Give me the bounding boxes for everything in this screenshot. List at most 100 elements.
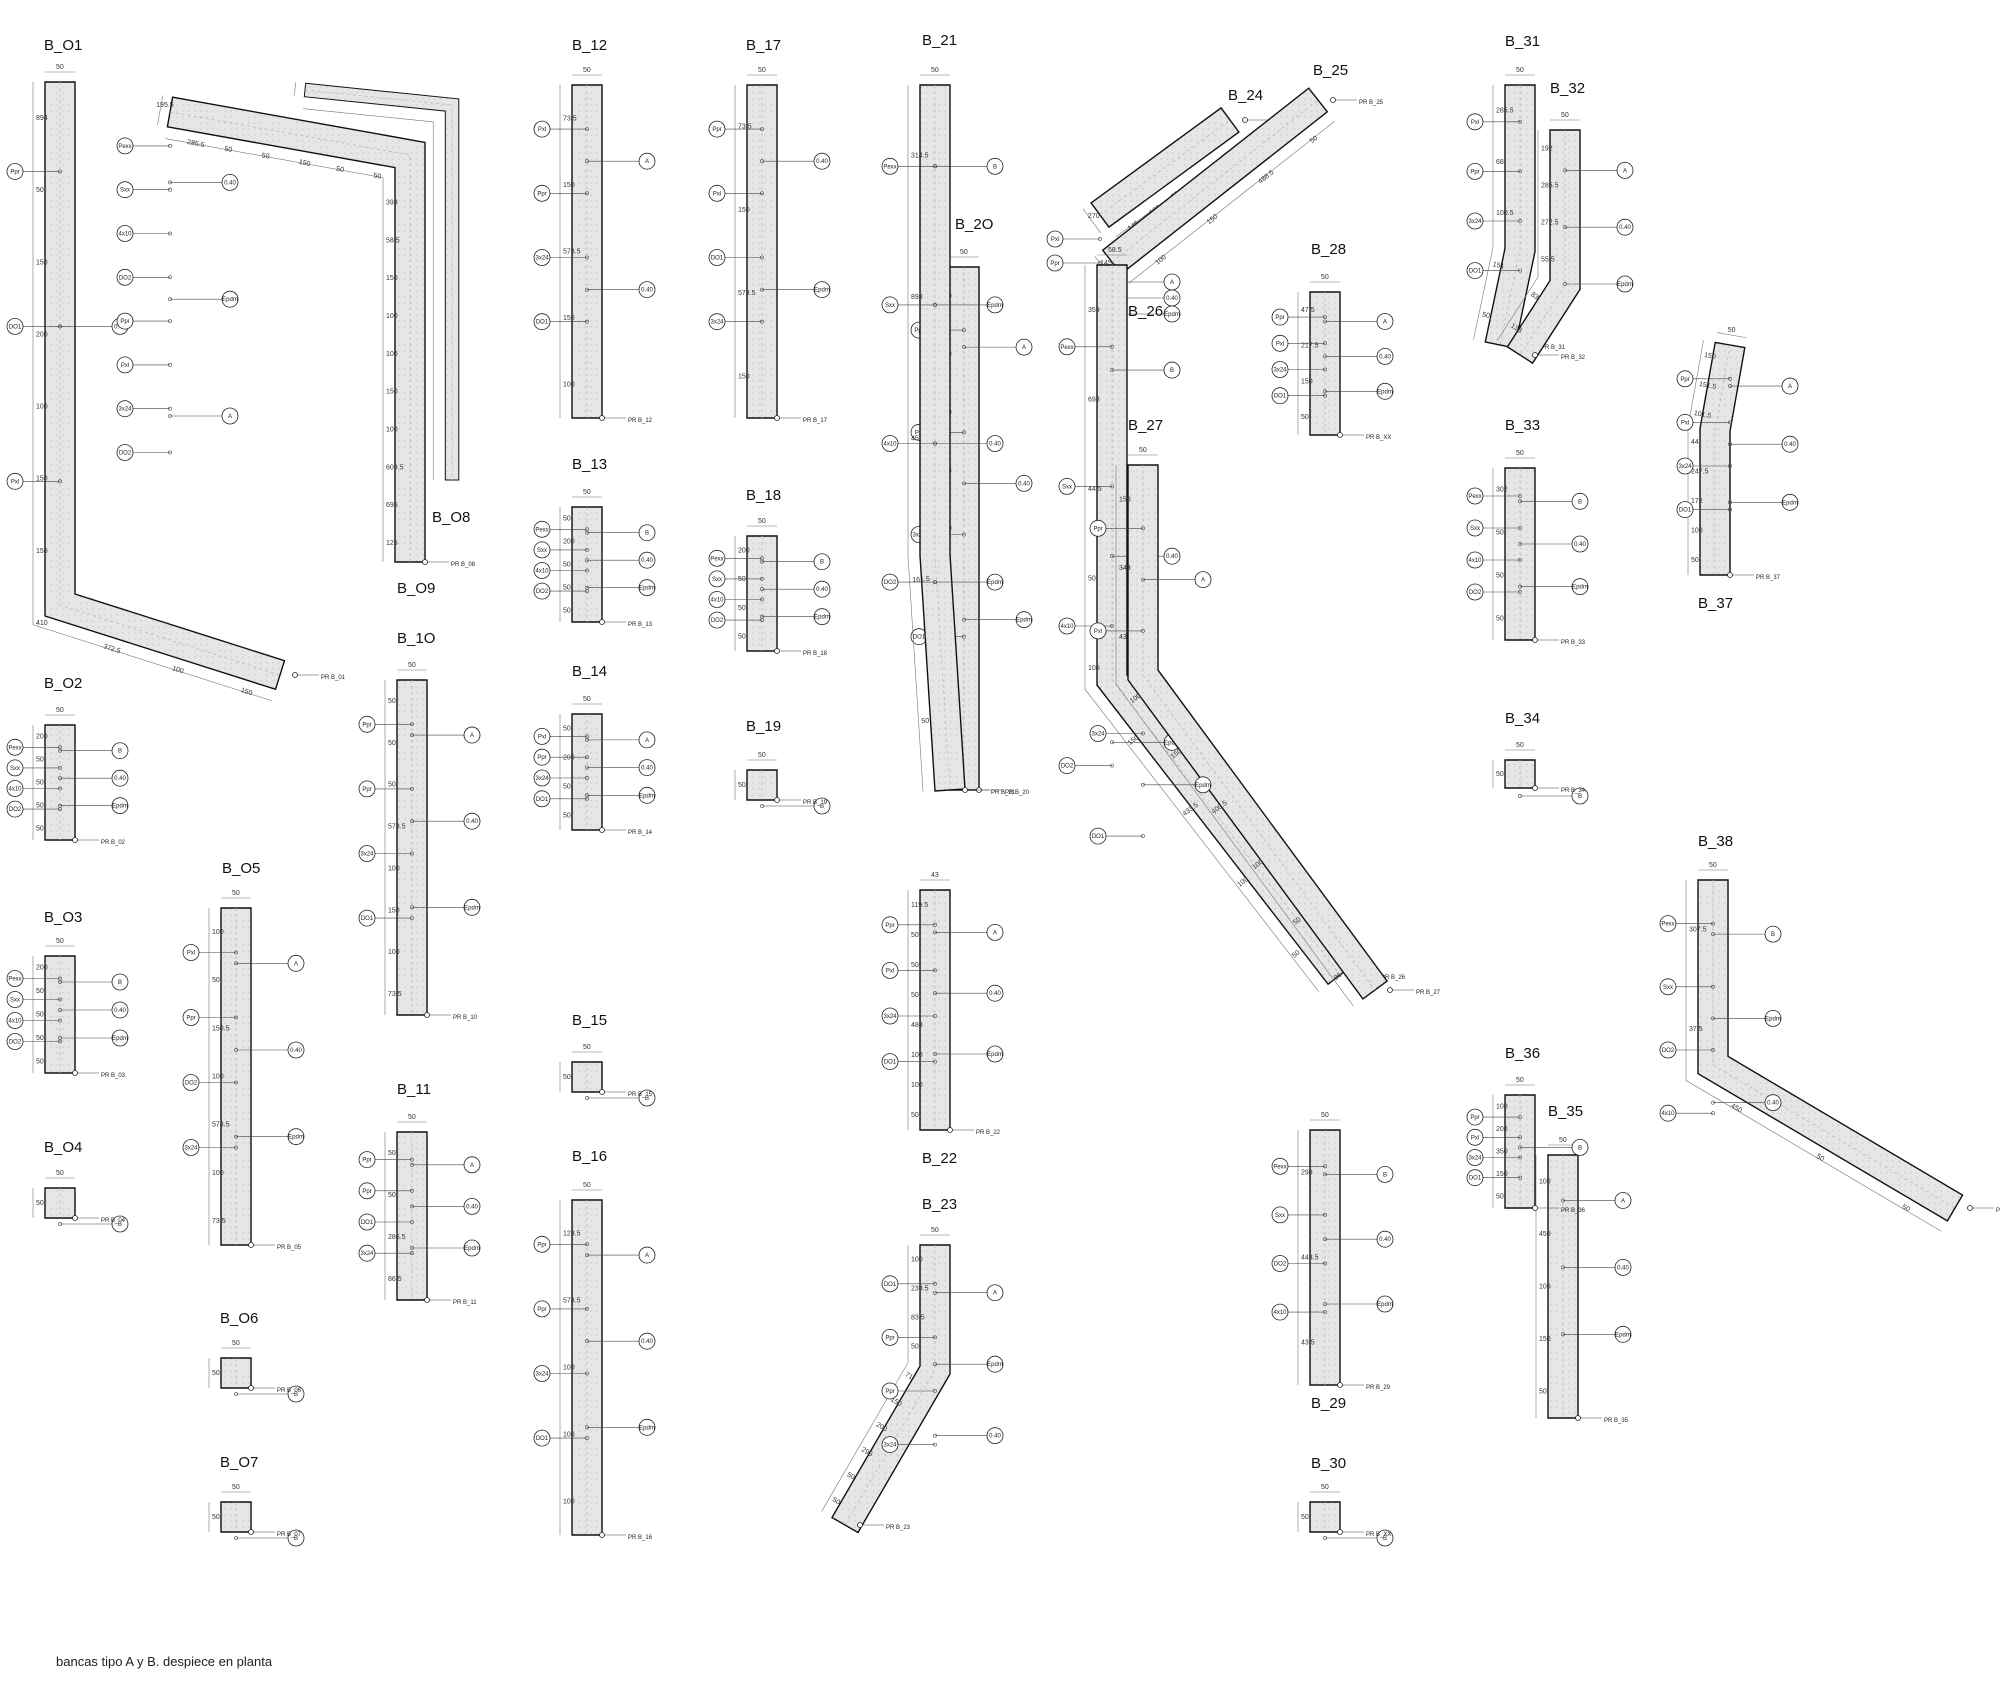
tag-a: A: [1022, 345, 1026, 351]
tag-circle: [533, 184, 551, 202]
dimension-value: 50: [563, 1074, 571, 1081]
leader-dot: [1323, 367, 1327, 372]
bench-b-14: B_1450502005050PxlPpr3x24DO1A0.40EpdmPR …: [533, 663, 656, 836]
tag-pexx: Pexx: [1273, 1164, 1286, 1170]
tag-epdm: Epdm: [112, 1036, 128, 1042]
tag-circle: [1466, 262, 1484, 280]
bench-body-b-16: [571, 1199, 603, 1536]
tag-pxl: Pxl: [187, 951, 195, 957]
tag-circle: [986, 296, 1004, 314]
tag-circle: [813, 580, 831, 598]
bench-body-b-o1: [44, 81, 286, 691]
tag-ppr: Ppr: [120, 319, 129, 325]
tag-pexx: Pexx: [1661, 922, 1674, 928]
bench-body-b-27: [1127, 464, 1389, 1000]
leader-dot: [962, 634, 966, 639]
leader-dot: [585, 287, 589, 292]
leader-dot: [168, 187, 172, 192]
bench-b-12: B_125073.5150573.5150100PxlPpr3x24DO1A0.…: [533, 37, 656, 424]
tag-ppr: Ppr: [1093, 526, 1102, 532]
bench-label-b-12: B_12: [572, 37, 607, 54]
leader-dot: [1728, 500, 1732, 505]
dimension-value: 100: [911, 1082, 923, 1089]
bench-b-23: B_2350100239.583.550711502002955050DO1Pp…: [821, 1196, 1004, 1534]
tag-0-40: 0.40: [1379, 354, 1391, 360]
dimension-value: 307.5: [1689, 927, 1707, 934]
width-dimension-value: 50: [232, 1340, 240, 1347]
tag-circle: [1466, 212, 1484, 230]
tag-circle: [1376, 313, 1394, 330]
leader-dot: [168, 143, 172, 148]
tag-circle: [1015, 474, 1033, 492]
tag-epdm: Epdm: [1016, 618, 1032, 624]
tag-do2: DO2: [119, 451, 132, 457]
leader-dot: [1110, 368, 1114, 372]
tag-sxx: Sxx: [1062, 484, 1072, 490]
pr-reference: PR B_19: [803, 800, 828, 806]
pr-point: [1532, 352, 1538, 358]
tag-circle: [1466, 519, 1484, 537]
dimension-value: 573.5: [738, 290, 756, 297]
tag-0-40: 0.40: [1166, 554, 1178, 560]
tag-0-40: 0.40: [641, 1339, 653, 1345]
leader-dot: [1711, 984, 1715, 989]
tag-do1: DO1: [711, 256, 724, 262]
pr-reference: PR B_XX: [1366, 1532, 1391, 1538]
pr-reference: PR B_10: [453, 1015, 478, 1021]
bench-body-b-21: [919, 84, 966, 792]
leader-dot: [585, 737, 589, 742]
tag-3x24: 3x24: [1468, 1156, 1482, 1162]
tag-circle: [287, 1041, 305, 1059]
tag-0-40: 0.40: [989, 991, 1001, 997]
leader-dot: [234, 1080, 238, 1085]
bench-b-13: B_135050200505050PexxSxx4x10DO2B0.40Epdm…: [533, 456, 656, 628]
leader-dot: [760, 191, 764, 196]
bench-body-b-o3: [44, 955, 76, 1074]
tag-circle: [1058, 477, 1076, 495]
tag-sxx: Sxx: [120, 188, 130, 194]
tag-circle: [986, 1355, 1004, 1373]
tag-b: B: [118, 1222, 122, 1228]
leader-dot: [410, 722, 414, 727]
tag-circle: [533, 520, 551, 538]
dimension-value: 100: [386, 427, 398, 434]
width-dimension-value: 50: [583, 1044, 591, 1051]
tag-do2: DO2: [711, 618, 724, 624]
tag-3x24: 3x24: [360, 852, 374, 858]
dimension-value: 50: [212, 1514, 220, 1521]
width-dimension-b-o9: [294, 82, 297, 96]
tag-circle: [111, 973, 129, 991]
tag-circle: [638, 759, 656, 776]
tag-circle: [986, 157, 1004, 175]
dimension-value: 50: [212, 1370, 220, 1377]
tag-circle: [708, 611, 726, 629]
tag-circle: [111, 1001, 129, 1019]
tag-do2: DO2: [1469, 590, 1482, 596]
dimension-value: 101.5: [1693, 410, 1712, 420]
tag-circle: [986, 1284, 1004, 1302]
leader-dot: [760, 804, 764, 808]
tag-sxx: Sxx: [712, 577, 722, 583]
dimension-value: 150: [738, 207, 750, 214]
pr-point: [1727, 572, 1733, 578]
pr-point: [774, 797, 780, 803]
tag-circle: [533, 790, 551, 808]
pr-reference: PR B_XX: [1996, 1208, 2000, 1214]
pr-reference: PR B_32: [1561, 355, 1586, 361]
pr-reference: PR B_21: [991, 790, 1016, 796]
tag-b: B: [1578, 794, 1582, 800]
tag-ppr: Ppr: [362, 787, 371, 793]
tag-circle: [1058, 617, 1076, 635]
bench-centerline-b-21: [934, 85, 951, 791]
dimension-value: 50: [36, 1012, 44, 1019]
leader-dot: [1141, 834, 1145, 839]
tag-circle: [1194, 571, 1212, 588]
leader-dot: [1110, 624, 1114, 628]
tag-circle: [6, 472, 24, 490]
leader-dot: [1728, 507, 1732, 512]
tag-circle: [1015, 338, 1033, 356]
tag-epdm: Epdm: [288, 1135, 304, 1141]
dimension-value: 372.5: [102, 643, 121, 655]
leader-dot: [1141, 731, 1145, 736]
